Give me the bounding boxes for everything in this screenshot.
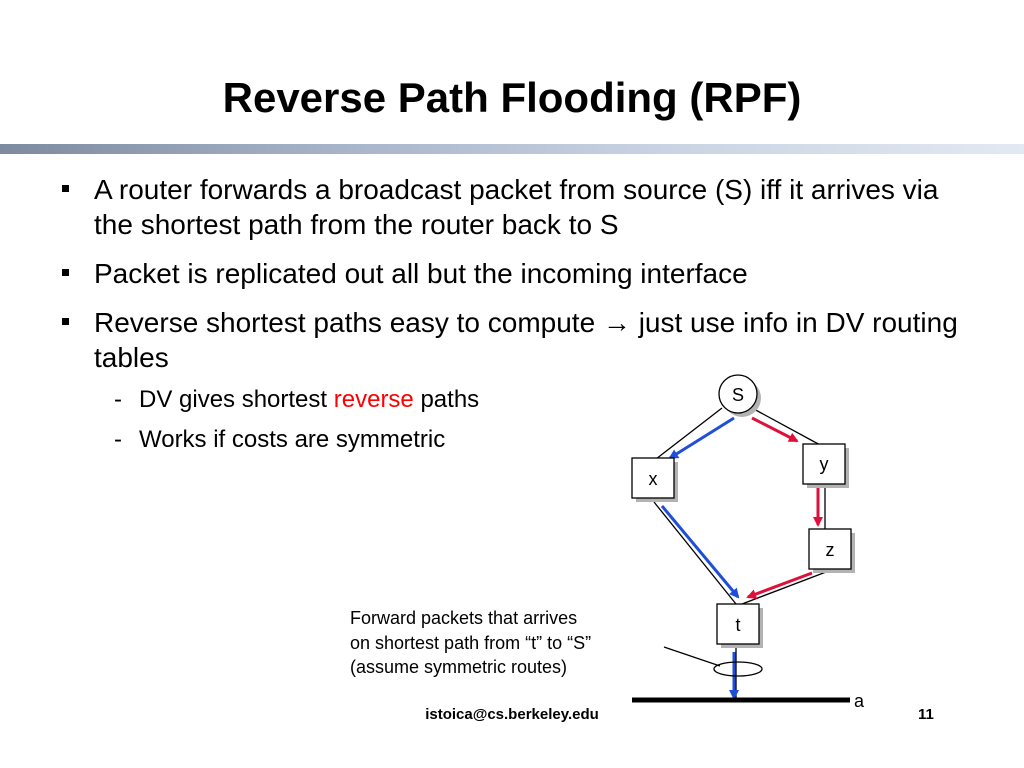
node-y: y: [802, 443, 849, 488]
slide-title: Reverse Path Flooding (RPF): [222, 74, 802, 121]
node-z-label: z: [826, 540, 835, 560]
sub-bullet-text-before: DV gives shortest: [139, 386, 334, 413]
right-arrow-icon: →: [602, 307, 631, 338]
link-s-x: [655, 407, 723, 460]
node-t-label: t: [735, 615, 740, 635]
page-number: 11: [918, 706, 934, 723]
diagram-annotation: Forward packets that arrives on shortest…: [350, 606, 660, 680]
node-s-label: S: [732, 385, 744, 405]
link-z-t: [741, 571, 827, 605]
node-t: t: [716, 603, 763, 648]
annotation-line: Forward packets that arrives: [350, 608, 578, 628]
bullet-item: Packet is replicated out all but the inc…: [62, 256, 962, 291]
dash-marker: -: [114, 386, 122, 413]
sub-bullet-text: Works if costs are symmetric: [139, 426, 446, 453]
bullet-item: A router forwards a broadcast packet fro…: [62, 172, 962, 242]
node-x: x: [631, 457, 678, 502]
title-divider-bar: [0, 144, 1024, 154]
blue-arrow-x-t: [660, 505, 740, 599]
blue-arrow-s-x: [668, 416, 735, 460]
red-arrow-z-t: [746, 571, 813, 599]
link-x-t: [653, 501, 737, 605]
square-bullet-icon: [62, 269, 69, 276]
sub-bullet-item: - Works if costs are symmetric: [94, 423, 962, 457]
square-bullet-icon: [62, 318, 69, 325]
annotation-line: on shortest path from “t” to “S”: [350, 632, 592, 653]
sub-bullet-item: - DV gives shortest reverse paths: [94, 383, 962, 417]
bullet-text: Packet is replicated out all but the inc…: [94, 258, 748, 289]
bullet-text: A router forwards a broadcast packet fro…: [94, 174, 939, 240]
sub-bullet-list: - DV gives shortest reverse paths - Work…: [94, 383, 962, 457]
annotation-pointer: [663, 646, 721, 667]
link-s-y: [751, 407, 823, 447]
red-arrow-s-y: [751, 416, 799, 443]
dash-marker: -: [114, 426, 122, 453]
bullet-list: A router forwards a broadcast packet fro…: [62, 172, 962, 471]
annotation-line: (assume symmetric routes): [350, 657, 568, 677]
lan-label: a: [854, 691, 865, 711]
sub-bullet-text-after: paths: [413, 386, 480, 413]
square-bullet-icon: [62, 185, 69, 192]
bullet-text-before: Reverse shortest paths easy to compute: [94, 307, 603, 338]
incoming-interface-marker: [713, 661, 763, 677]
node-y-label: y: [820, 454, 829, 474]
bullet-item: Reverse shortest paths easy to compute →…: [62, 305, 962, 457]
node-z: z: [808, 528, 855, 573]
footer-email: istoica@cs.berkeley.edu: [425, 706, 599, 723]
bullet-text-after: just use info in DV routing tables: [94, 307, 958, 373]
node-s: S: [718, 374, 761, 417]
highlighted-word: reverse: [333, 386, 414, 413]
node-x-label: x: [649, 469, 658, 489]
